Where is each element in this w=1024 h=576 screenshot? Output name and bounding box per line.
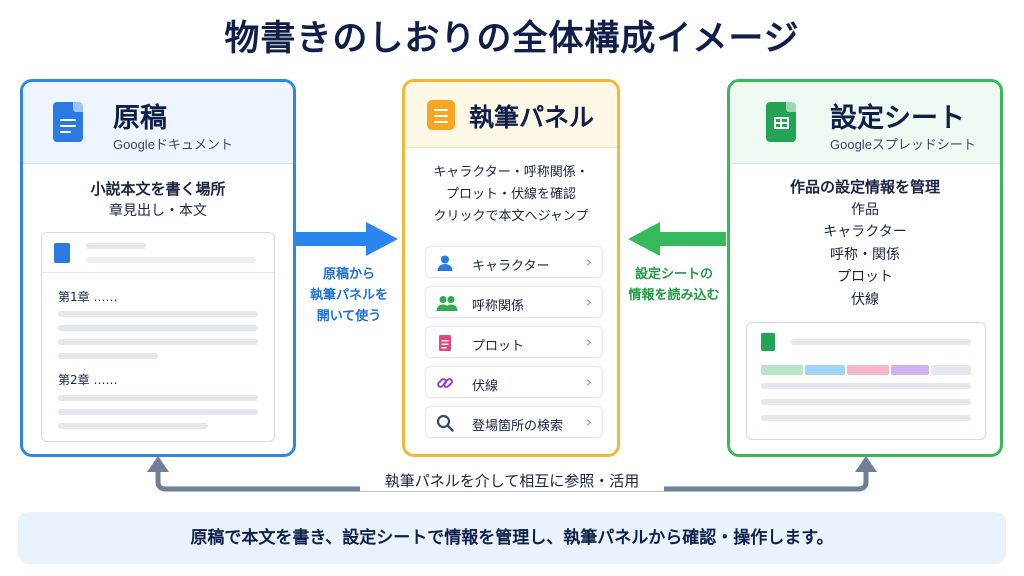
- right-label-line: 設定シートの: [634, 267, 713, 282]
- people-icon: [436, 296, 458, 311]
- left-label-line: 原稿から: [322, 267, 375, 282]
- settings-desc-main: 作品の設定情報を管理: [789, 178, 940, 196]
- panel-desc-line-3: クリックで本文へジャンプ: [433, 209, 589, 224]
- left-label-line: 執筆パネルを: [309, 288, 388, 303]
- notepad-icon: [427, 100, 455, 130]
- right-label-line: 情報を読み込む: [628, 288, 720, 303]
- panel-item-relations[interactable]: 呼称関係 ›: [425, 286, 603, 318]
- panel-item-character[interactable]: キャラクター ›: [425, 246, 603, 278]
- google-sheets-icon: [766, 102, 796, 142]
- chevron-right-icon: ›: [586, 253, 592, 271]
- settings-item: 伏線: [851, 291, 879, 308]
- settings-description: 作品の設定情報を管理 作品 キャラクター 呼称・関係 プロット 伏線: [730, 176, 1000, 311]
- manuscript-subtitle: Googleドキュメント: [113, 137, 233, 152]
- manuscript-description: 小説本文を書く場所 章見出し・本文: [23, 178, 293, 222]
- left-label-line: 開いて使う: [316, 309, 382, 324]
- panel-desc-line-2: プロット・伏線を確認: [445, 187, 576, 202]
- manuscript-header: 原稿 Googleドキュメント: [23, 82, 293, 164]
- summary-banner: 原稿で本文を書き、設定シートで情報を管理し、執筆パネルから確認・操作します。: [18, 512, 1006, 564]
- left-arrow-label: 原稿から 執筆パネルを 開いて使う: [297, 264, 401, 327]
- settings-item: キャラクター: [823, 224, 907, 240]
- manuscript-card: 原稿 Googleドキュメント 小説本文を書く場所 章見出し・本文 第1章 ………: [20, 79, 296, 457]
- arrow-to-panel: [296, 222, 398, 256]
- settings-sheet-header: 設定シート Googleスプレッドシート: [730, 82, 1000, 164]
- panel-desc-line-1: キャラクター・呼称関係・: [433, 165, 589, 180]
- panel-item-label: キャラクター: [472, 259, 550, 274]
- right-arrow-label: 設定シートの 情報を読み込む: [622, 264, 726, 306]
- small-sheets-icon: [761, 333, 775, 351]
- settings-item: プロット: [837, 269, 893, 285]
- settings-sheet-title: 設定シート: [830, 103, 965, 134]
- chapter-1-heading: 第1章 ……: [58, 290, 118, 304]
- panel-item-plot[interactable]: プロット ›: [425, 326, 603, 358]
- panel-item-label: 伏線: [472, 379, 499, 394]
- small-docs-icon: [54, 243, 70, 263]
- spreadsheet-preview: [746, 322, 986, 440]
- settings-item: 作品: [851, 201, 879, 218]
- arrow-from-settings: [628, 222, 726, 256]
- link-icon: [437, 378, 453, 388]
- document-preview-toolbar: [42, 233, 274, 273]
- person-icon: [437, 255, 453, 271]
- panel-item-label: プロット: [472, 339, 525, 354]
- settings-item: 呼称・関係: [830, 246, 900, 263]
- panel-item-foreshadowing[interactable]: 伏線 ›: [425, 366, 603, 398]
- writing-panel-card: 執筆パネル キャラクター・呼称関係・ プロット・伏線を確認 クリックで本文へジャ…: [402, 79, 620, 457]
- manuscript-desc-sub: 章見出し・本文: [109, 203, 207, 219]
- panel-item-label: 登場箇所の検索: [472, 419, 564, 434]
- chevron-right-icon: ›: [586, 373, 592, 391]
- panel-item-label: 呼称関係: [472, 299, 525, 314]
- writing-panel-title: 執筆パネル: [469, 103, 595, 132]
- bottom-arrow-label: 執筆パネルを介して相互に参照・活用: [360, 470, 664, 491]
- document-preview: 第1章 …… 第2章 ……: [41, 232, 275, 442]
- google-docs-icon: [53, 102, 83, 142]
- manuscript-desc-main: 小説本文を書く場所: [90, 180, 226, 198]
- writing-panel-description: キャラクター・呼称関係・ プロット・伏線を確認 クリックで本文へジャンプ: [405, 162, 617, 228]
- writing-panel-header: 執筆パネル: [405, 82, 617, 148]
- chevron-right-icon: ›: [586, 333, 592, 351]
- chevron-right-icon: ›: [586, 293, 592, 311]
- search-icon: [436, 414, 454, 432]
- settings-sheet-subtitle: Googleスプレッドシート: [830, 137, 976, 152]
- settings-sheet-card: 設定シート Googleスプレッドシート 作品の設定情報を管理 作品 キャラクタ…: [727, 79, 1003, 457]
- chapter-2-heading: 第2章 ……: [58, 373, 118, 387]
- page-title: 物書きのしおりの全体構成イメージ: [224, 19, 800, 59]
- manuscript-title: 原稿: [113, 103, 167, 134]
- panel-item-search[interactable]: 登場箇所の検索 ›: [425, 406, 603, 438]
- document-icon: [439, 335, 451, 351]
- chevron-right-icon: ›: [586, 413, 592, 431]
